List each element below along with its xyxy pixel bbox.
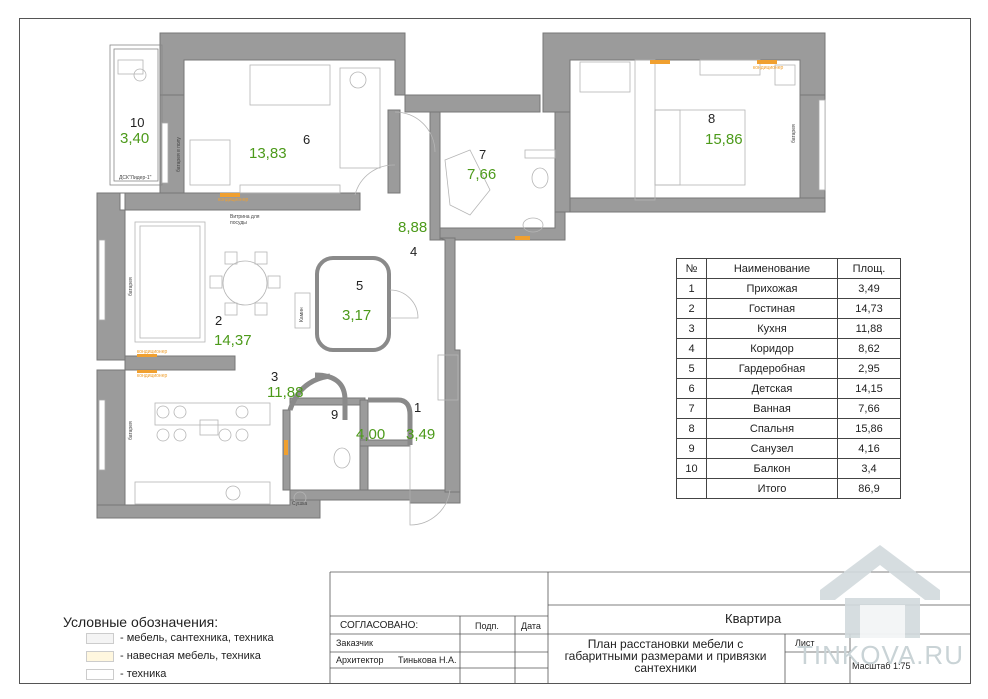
room-1-number: 1 xyxy=(414,400,422,415)
date-column-label: Дата xyxy=(521,621,541,631)
sushka-label: Сушка xyxy=(292,501,308,507)
conditioner-label-kids: кондиционер xyxy=(218,197,249,203)
legend-item: - техника xyxy=(86,668,166,680)
legend-item: - мебель, сантехника, техника xyxy=(86,632,274,644)
room-5-area: 3,17 xyxy=(342,307,372,324)
legend-title: Условные обозначения: xyxy=(63,614,219,630)
legend-label: - техника xyxy=(120,668,167,680)
conditioner-label-living: кондиционер xyxy=(137,349,168,355)
wall-hall-right xyxy=(439,237,461,493)
table-cell: 11,88 xyxy=(837,318,901,339)
room-9-number: 9 xyxy=(331,407,339,422)
watermark-text: TINKOVA.RU xyxy=(797,640,964,670)
legend-swatch xyxy=(86,668,114,680)
room-7-area: 7,66 xyxy=(467,166,497,183)
table-cell: 3,49 xyxy=(837,278,901,299)
room-9-area: 4,00 xyxy=(356,426,386,443)
legend-label: - мебель, сантехника, техника xyxy=(120,632,274,644)
room-8-area: 15,86 xyxy=(705,131,743,148)
furniture xyxy=(117,59,796,526)
legend-item: - навесная мебель, техника xyxy=(86,650,261,662)
room-4-number: 4 xyxy=(410,244,418,259)
room-6-number: 6 xyxy=(303,132,311,147)
table-cell: Итого xyxy=(706,478,838,499)
drawing-frame xyxy=(19,18,971,684)
wall-top-mid xyxy=(404,94,541,113)
object-name: Квартира xyxy=(725,611,782,626)
legend-label: - навесная мебель, техника xyxy=(120,650,261,662)
conditioner-marks xyxy=(137,60,777,455)
room-2-number: 2 xyxy=(215,313,223,328)
bath-curve xyxy=(314,372,348,420)
table-cell: 2,95 xyxy=(837,358,901,379)
table-cell: 4,16 xyxy=(837,438,901,459)
sheet-title: План расстановки мебели с габаритными ра… xyxy=(564,637,767,675)
table-cell: 8,62 xyxy=(837,338,901,359)
windows xyxy=(98,99,826,471)
table-cell: 14,73 xyxy=(837,298,901,319)
customer-label: Заказчик xyxy=(336,638,373,648)
wall-top-right xyxy=(542,32,826,113)
agreed-label: СОГЛАСОВАНО: xyxy=(340,620,419,631)
room-10-area: 3,40 xyxy=(120,130,150,147)
vitrina-label: Витрина для посуды xyxy=(230,214,260,226)
wardrobe-outline xyxy=(315,256,391,352)
wall-bath-left xyxy=(429,111,441,241)
table-cell: 86,9 xyxy=(837,478,901,499)
wall-living-kitchen xyxy=(124,355,236,371)
room-6-area: 13,83 xyxy=(249,145,287,162)
conditioner-label-bedroom: кондиционер xyxy=(753,65,784,71)
room-3-area: 11,88 xyxy=(267,384,304,401)
wall-bath-bedroom xyxy=(554,111,571,213)
scale-label: Масштаб 1:75 xyxy=(852,661,911,671)
balcony xyxy=(109,44,163,186)
legend-swatch xyxy=(86,632,114,644)
room-7-number: 7 xyxy=(479,147,487,162)
room-5-number: 5 xyxy=(356,278,364,293)
conditioner-label-kitchen: кондиционер xyxy=(137,373,168,379)
room-4-area: 8,88 xyxy=(398,219,428,236)
hall-curve xyxy=(368,397,413,445)
architect-name: Тинькова Н.А. xyxy=(398,655,457,665)
room-2-area: 14,37 xyxy=(214,332,252,349)
room-8-number: 8 xyxy=(708,111,716,126)
bath-curve-2 xyxy=(287,373,331,411)
sign-column-label: Подп. xyxy=(475,621,499,631)
architect-label: Архитектор xyxy=(336,655,384,665)
dsk-label: ДСК"Лидер-1" xyxy=(119,175,152,181)
room-1-area: 3,49 xyxy=(406,426,436,443)
room-10-number: 10 xyxy=(130,115,145,130)
legend-swatch xyxy=(86,650,114,662)
room-3-number: 3 xyxy=(271,369,279,384)
sheet-label: Лист xyxy=(795,638,815,648)
